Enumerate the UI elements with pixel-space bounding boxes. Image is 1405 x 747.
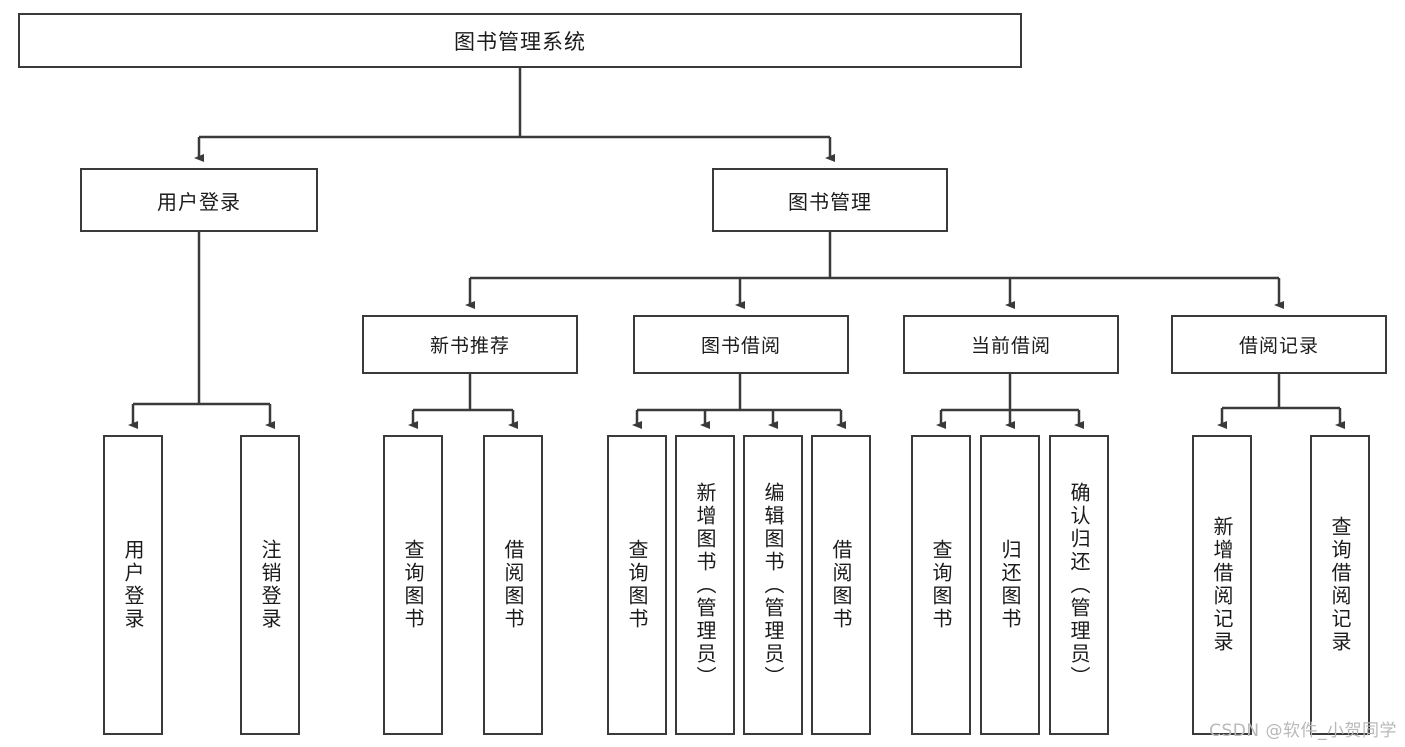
leaf-recommend-query-book[interactable]: 查询图书 [383,435,443,735]
node-current-borrow-label: 当前借阅 [970,335,1051,357]
leaf-label: 查询借阅记录 [1328,516,1352,654]
leaf-current-return-book[interactable]: 归还图书 [980,435,1040,735]
leaf-label: 确认归还（管理员） [1067,481,1091,689]
leaf-label: 借阅图书 [501,539,525,631]
leaf-label: 借阅图书 [829,539,853,631]
node-borrow-record-label: 借阅记录 [1238,335,1319,357]
node-book-management[interactable]: 图书管理 [712,168,948,232]
leaf-current-query-book[interactable]: 查询图书 [911,435,971,735]
node-root[interactable]: 图书管理系统 [18,13,1022,68]
leaf-label: 查询图书 [929,539,953,631]
leaf-current-confirm-return-admin[interactable]: 确认归还（管理员） [1049,435,1109,735]
node-book-management-label: 图书管理 [788,189,872,214]
leaf-label: 编辑图书（管理员） [761,481,785,689]
node-borrow-record[interactable]: 借阅记录 [1171,315,1387,374]
leaf-recommend-borrow-book[interactable]: 借阅图书 [483,435,543,735]
leaf-label: 新增借阅记录 [1210,516,1234,654]
leaf-record-query-record[interactable]: 查询借阅记录 [1310,435,1370,735]
leaf-label: 查询图书 [625,539,649,631]
node-current-borrow[interactable]: 当前借阅 [903,315,1119,374]
node-user-login[interactable]: 用户登录 [80,168,318,232]
node-user-login-label: 用户登录 [157,189,241,214]
leaf-borrow-add-book-admin[interactable]: 新增图书（管理员） [675,435,735,735]
leaf-user-login-login[interactable]: 用户登录 [103,435,163,735]
leaf-label: 归还图书 [998,539,1022,631]
leaf-record-add-record[interactable]: 新增借阅记录 [1192,435,1252,735]
node-book-borrow-label: 图书借阅 [700,335,781,357]
leaf-label: 注销登录 [258,539,282,631]
watermark: CSDN @软件_小贺同学 [1209,721,1397,741]
node-new-book-recommend-label: 新书推荐 [429,335,510,357]
leaf-label: 用户登录 [121,539,145,631]
leaf-borrow-edit-book-admin[interactable]: 编辑图书（管理员） [743,435,803,735]
node-book-borrow[interactable]: 图书借阅 [633,315,849,374]
node-root-label: 图书管理系统 [454,29,586,54]
leaf-borrow-query-book[interactable]: 查询图书 [607,435,667,735]
leaf-label: 新增图书（管理员） [693,481,717,689]
leaf-borrow-borrow-book[interactable]: 借阅图书 [811,435,871,735]
leaf-user-login-logout[interactable]: 注销登录 [240,435,300,735]
leaf-label: 查询图书 [401,539,425,631]
node-new-book-recommend[interactable]: 新书推荐 [362,315,578,374]
